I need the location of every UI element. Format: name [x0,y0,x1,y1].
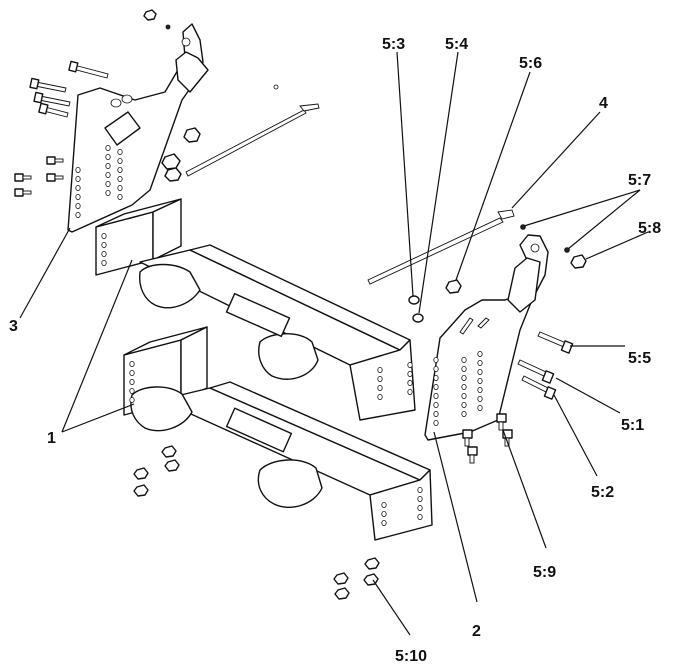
callout-5-3: 5:3 [382,36,405,53]
mounting-hole [101,232,107,239]
mounting-hole [417,504,423,511]
callout-5-8: 5:8 [638,220,661,237]
nuts-upper-left [143,9,279,182]
mounting-hole [381,510,387,517]
mounting-hole [117,148,123,155]
callout-1: 1 [47,430,56,447]
mounting-hole [461,401,467,408]
mounting-hole [377,393,383,400]
mounting-hole [477,404,483,411]
mounting-hole [407,370,413,377]
mounting-hole [377,384,383,391]
mounting-hole [105,171,111,178]
mounting-hole [381,501,387,508]
mounting-hole [433,356,439,363]
callout-4: 4 [599,95,608,112]
mounting-hole [105,180,111,187]
mounting-hole [101,259,107,266]
mounting-hole [101,241,107,248]
mounting-hole [105,144,111,151]
mounting-hole [461,410,467,417]
mounting-hole [477,359,483,366]
mounting-hole [75,166,81,173]
mounting-hole [129,387,135,394]
mounting-hole [377,366,383,373]
callout-5-4: 5:4 [445,36,468,53]
mounting-hole [461,374,467,381]
mounting-hole [75,193,81,200]
small-bolts-left [14,156,64,197]
mounting-hole [477,350,483,357]
mounting-hole [417,514,423,521]
mounting-hole [129,378,135,385]
mounting-hole [75,202,81,209]
mounting-hole [117,184,123,191]
mounting-hole [105,162,111,169]
mounting-hole [129,369,135,376]
callout-5-9: 5:9 [533,564,556,581]
bolts-right [517,331,574,400]
mounting-hole [477,395,483,402]
washers-and-nuts-right [408,224,587,323]
mounting-hole [75,211,81,218]
mounting-hole [117,166,123,173]
mounting-hole [433,392,439,399]
mounting-hole [75,175,81,182]
mounting-hole [407,361,413,368]
mounting-hole [117,193,123,200]
callout-2: 2 [472,623,481,640]
leader-lines [19,51,649,636]
right-mounting-bracket [424,234,549,441]
mounting-hole [105,189,111,196]
mounting-hole [461,383,467,390]
mounting-hole [433,374,439,381]
nuts-lower-right [333,557,380,600]
mounting-hole [433,410,439,417]
mounting-hole [117,157,123,164]
callout-5-1: 5:1 [621,417,644,434]
callout-labels: 3 1 2 4 5:3 5:4 5:6 5:7 5:8 5:5 5:1 5:2 … [9,36,661,665]
mounting-hole [433,383,439,390]
mounting-hole [477,386,483,393]
mounting-hole [129,396,135,403]
mounting-hole [433,401,439,408]
nuts-lower-middle [133,445,180,497]
mounting-hole [105,153,111,160]
mounting-hole [433,365,439,372]
lower-crossbar [123,326,433,541]
mounting-hole [75,184,81,191]
bolt-set-upper-left [29,60,109,118]
mounting-hole [461,392,467,399]
mounting-hole [461,356,467,363]
rod-upper [185,103,320,177]
mounting-hole [129,360,135,367]
callout-3: 3 [9,318,18,335]
mounting-hole [377,375,383,382]
callout-5-2: 5:2 [591,484,614,501]
mounting-hole [417,486,423,493]
callout-5-10: 5:10 [395,648,427,665]
left-mounting-bracket [67,23,209,233]
rod-right [367,209,515,285]
mounting-hole [417,495,423,502]
mounting-hole [477,368,483,375]
mounting-hole [461,365,467,372]
mounting-hole [407,379,413,386]
mounting-hole [117,175,123,182]
mounting-hole [101,250,107,257]
mounting-hole [381,520,387,527]
mounting-hole [477,377,483,384]
callout-5-7: 5:7 [628,172,651,189]
upper-crossbar [95,198,416,421]
callout-5-6: 5:6 [519,55,542,72]
callout-5-5: 5:5 [628,350,651,367]
mounting-hole [433,419,439,426]
mounting-hole [407,388,413,395]
